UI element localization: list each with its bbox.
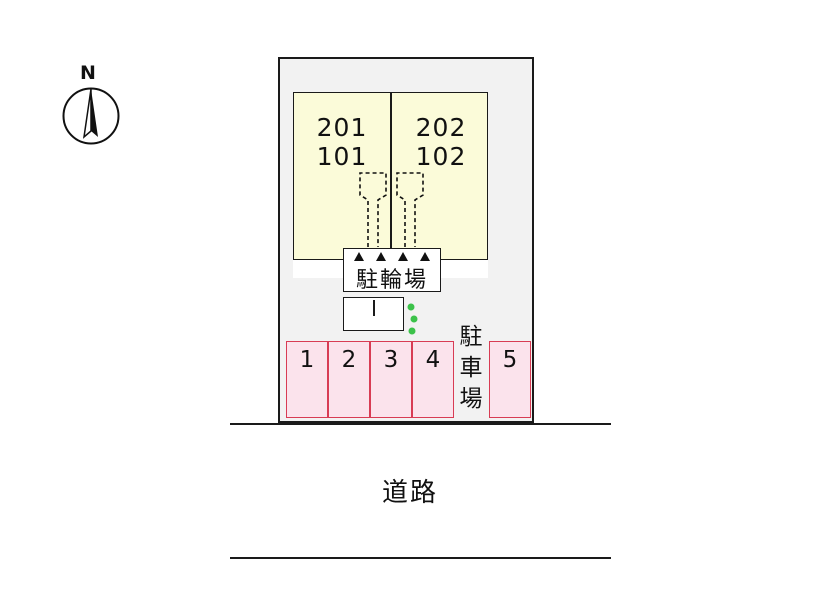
parking-label: 駐車場 <box>455 322 487 415</box>
bicycle-slot-markers <box>354 252 430 261</box>
unit-divider <box>390 92 392 260</box>
parking-label-text: 駐車場 <box>459 324 483 412</box>
compass-icon <box>62 87 120 145</box>
shrub-icon <box>407 303 418 335</box>
storage-box-line <box>373 300 375 316</box>
parking-space-5: 5 <box>489 341 531 418</box>
parking-space-1: 1 <box>286 341 328 418</box>
parking-space-3: 3 <box>370 341 412 418</box>
bicycle-parking-label: 駐輪場 <box>355 268 428 293</box>
parking-space-4: 4 <box>412 341 454 418</box>
unit-102: 102 <box>415 142 467 171</box>
road-label: 道路 <box>381 478 438 508</box>
unit-101: 101 <box>316 142 368 171</box>
unit-201: 201 <box>316 113 368 142</box>
unit-left-label: 201 101 <box>302 113 382 171</box>
entrance-paths <box>359 172 424 247</box>
road-edge-top <box>230 423 611 425</box>
road-edge-bottom <box>230 557 611 559</box>
unit-right-label: 202 102 <box>401 113 481 171</box>
north-label: N <box>80 62 96 84</box>
parking-space-2: 2 <box>328 341 370 418</box>
unit-202: 202 <box>415 113 467 142</box>
